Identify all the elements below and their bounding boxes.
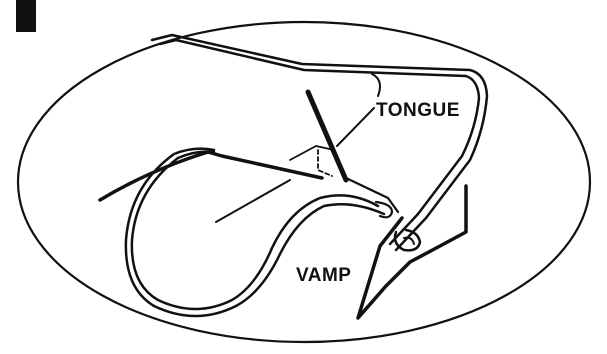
tongue-label: TONGUE: [376, 100, 460, 121]
tongue: [216, 92, 374, 222]
heel-counter: [358, 186, 466, 318]
vamp-outline: [126, 149, 392, 316]
collar-rim: [152, 35, 487, 250]
figure-marker: [16, 0, 36, 32]
vamp-label: VAMP: [296, 265, 351, 286]
